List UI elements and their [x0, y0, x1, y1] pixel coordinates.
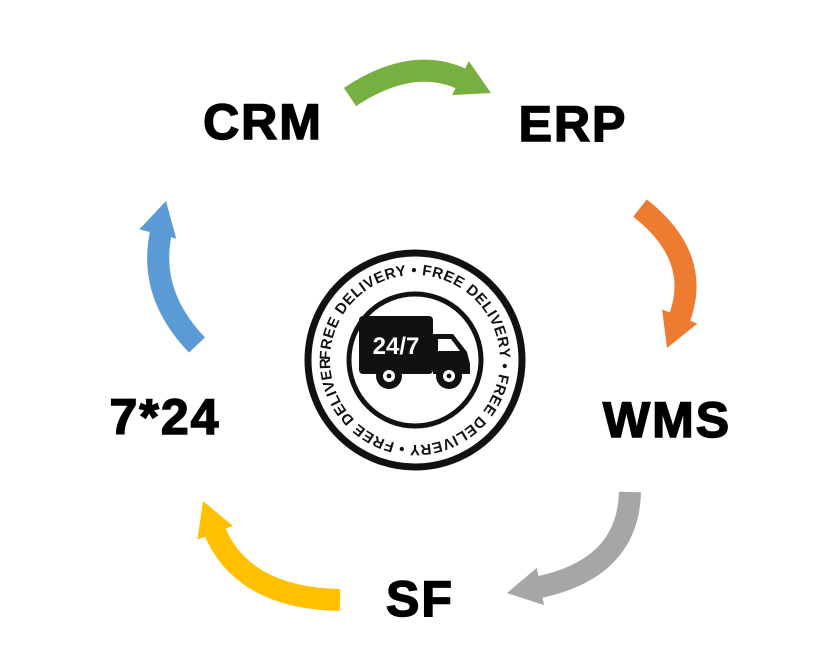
arrow-erp-to-wms-body [633, 199, 697, 327]
node-label-wms: WMS [602, 391, 732, 449]
arrow-724-to-crm-head [139, 201, 177, 239]
arrow-724-to-crm [139, 201, 206, 353]
arrow-crm-to-erp-body [343, 59, 469, 107]
delivery-truck-icon: 24/7 [359, 316, 470, 389]
truck-window [438, 339, 460, 351]
arrow-erp-to-wms [633, 199, 698, 348]
arrow-crm-to-erp [343, 59, 491, 107]
arrow-724-to-crm-body [147, 225, 206, 353]
arrow-erp-to-wms-head [662, 309, 698, 348]
truck-rear-wheel-axle [386, 373, 392, 379]
truck-cargo-box [359, 316, 433, 374]
arrow-crm-to-erp-head [452, 61, 491, 96]
arrow-sf-to-724 [197, 501, 341, 611]
arrow-sf-to-724-body [202, 522, 341, 611]
arrow-sf-to-724-head [197, 501, 233, 540]
node-label-erp: ERP [518, 95, 628, 153]
node-label-crm: CRM [202, 93, 323, 151]
node-label-sf: SF [385, 570, 454, 628]
free-delivery-badge: FREE DELIVERY • FREE DELIVERY • FREE DEL… [304, 249, 526, 471]
truck-front-wheel-axle [446, 373, 452, 379]
arrow-wms-to-sf [507, 491, 641, 606]
arrow-wms-to-sf-body [532, 491, 641, 599]
node-label-724: 7*24 [109, 388, 221, 446]
arrow-wms-to-sf-head [507, 567, 545, 606]
truck-24-7-label: 24/7 [373, 333, 420, 360]
